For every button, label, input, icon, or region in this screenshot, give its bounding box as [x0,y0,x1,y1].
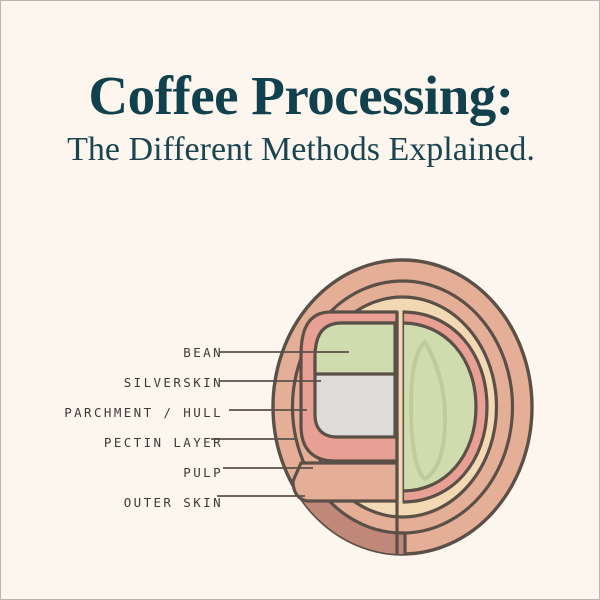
label-row-bean: BEAN [1,337,233,367]
label-parchment-hull: PARCHMENT / HULL [64,404,223,420]
label-row-parchment-hull: PARCHMENT / HULL [1,397,233,427]
layer-pulp [290,279,515,535]
page-title: Coffee Processing: [88,65,514,126]
label-row-silverskin: SILVERSKIN [1,367,233,397]
outer-skin-cutaway-wedge [273,485,407,554]
label-bean: BEAN [183,344,223,360]
layer-outer-skin [271,258,534,556]
label-outer-skin: OUTER SKIN [123,494,223,510]
label-row-outer-skin: OUTER SKIN [1,487,233,517]
label-pectin-layer: PECTIN LAYER [103,434,223,450]
layer-pectin [306,295,499,519]
page-subtitle: The Different Methods Explained. [67,131,535,169]
label-list: BEAN SILVERSKIN PARCHMENT / HULL PECTIN … [1,337,233,517]
left-half-cutaway [291,310,399,554]
label-row-pulp: PULP [1,457,233,487]
label-row-pectin-layer: PECTIN LAYER [1,427,233,457]
header-block: Coffee Processing: The Different Methods… [1,65,599,169]
label-pulp: PULP [183,464,223,480]
right-half-bean [402,310,489,504]
label-silverskin: SILVERSKIN [123,374,223,390]
